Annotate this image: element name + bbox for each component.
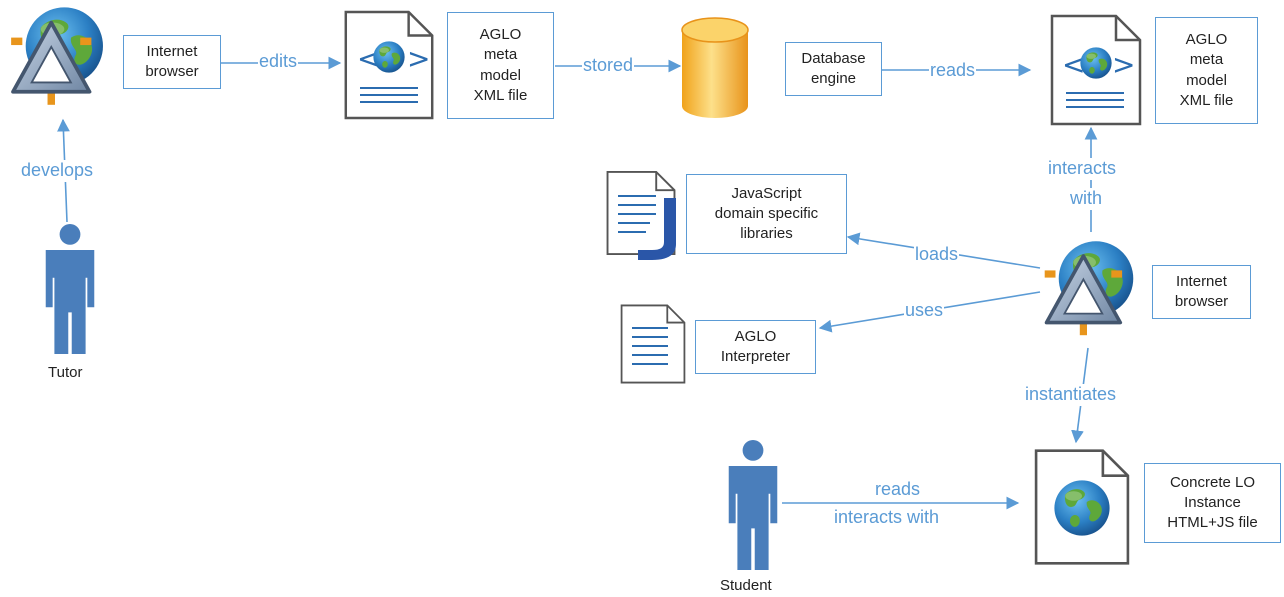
edge-label-interacts-with: with <box>1069 188 1104 210</box>
student-label: Student <box>720 577 772 594</box>
javascript-libraries-line-3: libraries <box>740 225 793 243</box>
svg-text:>: > <box>407 42 430 75</box>
xml-file-top-line-3: model <box>480 66 521 84</box>
student-browser-icon <box>1045 241 1134 335</box>
lo-instance-line-1: Concrete LO <box>1169 473 1256 491</box>
svg-text:<: < <box>357 42 380 75</box>
xml-file-right-line-1: AGLO <box>1185 31 1228 48</box>
lo-instance-line-2: Instance <box>1184 493 1241 511</box>
edge-label-uses: uses <box>904 300 945 322</box>
student-browser-line-2: browser <box>1174 293 1229 310</box>
xml-document-right-icon: < > <box>1050 14 1142 126</box>
tutor-label: Tutor <box>48 364 83 381</box>
tutor-browser-icon <box>11 7 103 104</box>
svg-text:>: > <box>1112 48 1135 81</box>
database-engine-line-1: Database <box>801 49 866 67</box>
database-cylinder-icon <box>681 17 749 118</box>
xml-file-right-line-2: meta <box>1189 51 1224 69</box>
student-browser-line-1: Internet <box>1176 272 1227 290</box>
javascript-libraries-line-1: JavaScript <box>731 184 802 202</box>
database-engine-line-2: engine <box>810 70 857 87</box>
student-person-icon <box>728 440 778 570</box>
xml-file-right-line-3: model <box>1186 71 1227 89</box>
interpreter-line-2: Interpreter <box>720 348 791 365</box>
lo-instance-line-3: HTML+JS file <box>1167 514 1258 532</box>
javascript-libraries-line-2: domain specific <box>714 204 819 222</box>
xml-file-top-line-4: XML file <box>473 86 528 104</box>
javascript-libraries-box: JavaScript domain specific libraries <box>686 174 847 254</box>
xml-file-top-line-2: meta <box>483 46 518 64</box>
edge-label-interacts: interacts <box>1047 158 1118 180</box>
edges <box>57 56 1098 510</box>
interpreter-box: AGLO Interpreter <box>695 320 816 374</box>
edge-label-student-interacts: interacts with <box>833 507 941 529</box>
xml-document-top-icon: < > <box>344 10 434 120</box>
edge-label-instantiates: instantiates <box>1024 384 1118 406</box>
edge-label-student-reads: reads <box>874 479 922 501</box>
edge-label-develops: develops <box>20 160 95 182</box>
student-browser-box: Internet browser <box>1152 265 1251 319</box>
edge-label-stored: stored <box>582 55 635 77</box>
tutor-browser-line-2: browser <box>145 63 199 80</box>
interpreter-line-1: AGLO <box>734 327 777 345</box>
interpreter-document-icon <box>620 304 686 384</box>
javascript-document-icon <box>606 170 676 260</box>
tutor-browser-box: Internet browser <box>123 35 221 89</box>
tutor-person-icon <box>45 224 95 354</box>
edge-label-loads: loads <box>914 244 960 266</box>
edge-label-edits: edits <box>258 51 299 73</box>
svg-text:<: < <box>1062 48 1085 81</box>
database-engine-box: Database engine <box>785 42 882 96</box>
edge-label-reads-db: reads <box>929 60 977 82</box>
xml-file-right-line-4: XML file <box>1179 91 1234 109</box>
html-document-icon <box>1034 449 1130 565</box>
tutor-browser-line-1: Internet <box>146 42 198 60</box>
xml-file-top-line-1: AGLO <box>479 26 522 43</box>
